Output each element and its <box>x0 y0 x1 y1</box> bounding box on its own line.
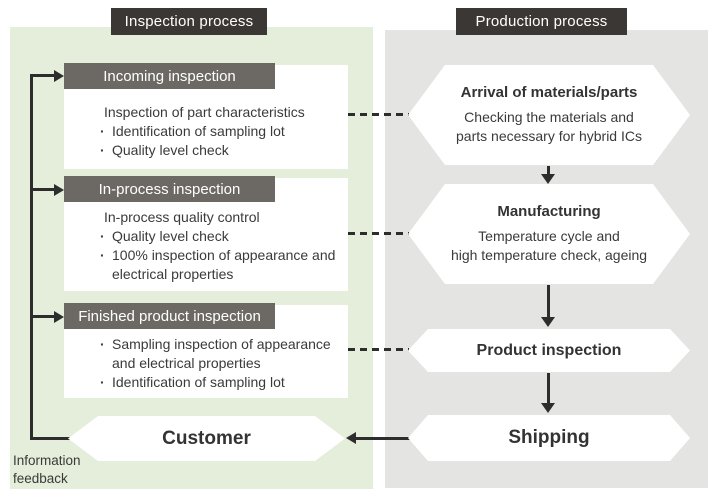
incoming-inspection-header: Incoming inspection <box>64 63 275 89</box>
list-item: Identification of sampling lot <box>100 122 342 141</box>
feedback-to-customer-line <box>30 437 70 440</box>
list-item: Quality level check <box>100 227 342 246</box>
customer-step: Customer <box>68 416 345 461</box>
feedback-arrowhead-icon-3 <box>54 311 64 323</box>
flow-line-2 <box>547 285 550 319</box>
shipping-to-customer-line <box>355 437 410 440</box>
finished-product-inspection-header: Finished product inspection <box>64 303 275 329</box>
in-process-inspection-intro: In-process quality control <box>104 209 260 225</box>
flow-arrowhead-icon-1 <box>541 174 555 184</box>
inspection-process-title: Inspection process <box>111 8 267 35</box>
feedback-branch-line-3 <box>30 315 55 318</box>
list-item: Identification of sampling lot <box>100 373 342 392</box>
production-process-title: Production process <box>456 8 627 35</box>
list-item: 100% inspection of appearance and electr… <box>100 246 342 284</box>
flow-arrowhead-icon-3 <box>541 403 555 413</box>
information-feedback-label: Information feedback <box>13 453 81 486</box>
dashed-connector-3 <box>348 348 409 351</box>
arrival-step-title: Arrival of materials/parts <box>460 84 638 101</box>
manufacturing-step: Manufacturing Temperature cycle and high… <box>408 184 690 284</box>
product-inspection-step: Product inspection <box>408 329 690 372</box>
feedback-arrowhead-icon-1 <box>54 70 64 82</box>
feedback-arrowhead-icon-2 <box>54 184 64 196</box>
flow-arrowhead-icon-2 <box>541 317 555 327</box>
shipping-step: Shipping <box>408 415 690 461</box>
list-item: Sampling inspection of appearance and el… <box>100 335 342 373</box>
manufacturing-step-title: Manufacturing <box>497 203 601 220</box>
arrival-step-description: Checking the materials and parts necessa… <box>456 109 642 144</box>
flow-line-3 <box>547 373 550 405</box>
in-process-inspection-header: In-process inspection <box>64 176 275 202</box>
customer-label: Customer <box>162 427 251 449</box>
arrival-step: Arrival of materials/parts Checking the … <box>408 65 690 165</box>
shipping-to-customer-arrowhead-icon <box>346 432 356 444</box>
manufacturing-step-description: Temperature cycle and high temperature c… <box>450 228 648 263</box>
dashed-connector-1 <box>348 113 409 116</box>
product-inspection-step-title: Product inspection <box>476 341 622 359</box>
feedback-branch-line-2 <box>30 188 55 191</box>
shipping-step-title: Shipping <box>508 427 590 448</box>
incoming-inspection-intro: Inspection of part characteristics <box>104 104 305 120</box>
flow-line-1 <box>547 166 550 176</box>
feedback-vertical-line <box>30 74 33 440</box>
list-item: Quality level check <box>100 141 342 160</box>
feedback-branch-line-1 <box>30 74 55 77</box>
dashed-connector-2 <box>348 232 409 235</box>
